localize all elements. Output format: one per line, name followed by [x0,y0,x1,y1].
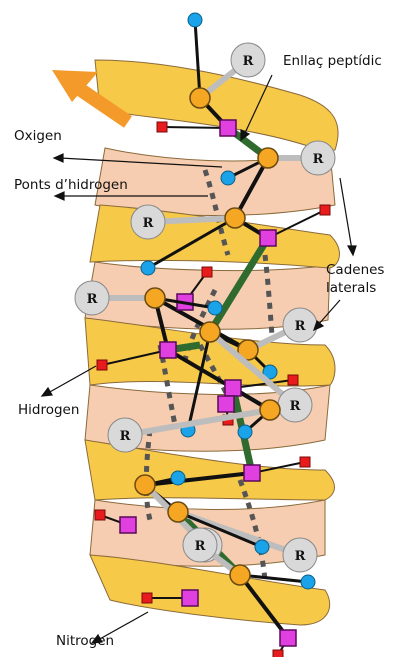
side-chain-r-label: R [243,54,254,69]
pointer-hidrogen [48,366,96,393]
hydrogen-atom [288,375,298,385]
side-chain-r-label: R [295,549,306,564]
carbon-atom [258,148,278,168]
hydrogen-atom [157,122,167,132]
carbon-atom [260,400,280,420]
label-nitrogen: Nitrogen [56,633,114,649]
hydrogen-atom [202,267,212,277]
label-ponts-hidrogen: Ponts d’hidrogen [14,177,128,193]
nitrogen-atom [160,342,176,358]
side-chain-r-label: R [143,216,154,231]
pointer-ponts-head [55,192,64,200]
carbon-atom [230,565,250,585]
side-chain-r-label: R [195,539,206,554]
oxygen-atom [221,171,235,185]
pointer-hidrogen-head [42,388,52,396]
hydrogen-atom [273,650,283,657]
carbon-atom [190,88,210,108]
side-chain-r-label: R [295,319,306,334]
oxygen-atom [238,425,252,439]
carbon-atom [145,288,165,308]
n-h-bond [162,127,228,128]
ribbon-front-band [95,60,338,150]
hydrogen-atom [320,205,330,215]
nitrogen-atom [280,630,296,646]
hydrogen-atom [95,510,105,520]
label-cadenes: Cadenes [326,262,384,278]
oxygen-atom [141,261,155,275]
label-oxigen: Oxigen [14,128,62,144]
side-chain-r-label: R [313,152,324,167]
label-enllac-peptidic: Enllaç peptídic [283,53,382,69]
oxygen-atom [208,301,222,315]
pointer-cadenes-head [348,246,356,255]
hydrogen-atom [142,593,152,603]
side-chain-r-label: R [120,429,131,444]
hydrogen-atom [300,457,310,467]
oxygen-atom [188,13,202,27]
carbon-atom [225,208,245,228]
side-chain-r-label: R [87,292,98,307]
side-chain-r-label: R [290,399,301,414]
label-hidrogen: Hidrogen [18,402,79,418]
nitrogen-atom [260,230,276,246]
label-laterals: laterals [326,280,376,296]
carbon-atom [168,502,188,522]
nitrogen-atom [218,396,234,412]
nitrogen-atom [220,120,236,136]
nitrogen-atom [120,517,136,533]
oxygen-atom [171,471,185,485]
oxygen-atom [301,575,315,589]
carbon-atom [135,475,155,495]
pointer-oxigen-head [54,154,63,162]
carbon-atom [200,322,220,342]
pointer-cadenes-1 [340,178,352,250]
nitrogen-atom [244,465,260,481]
hydrogen-atom [97,360,107,370]
nitrogen-atom [225,380,241,396]
oxygen-atom [255,540,269,554]
nitrogen-atom [182,590,198,606]
